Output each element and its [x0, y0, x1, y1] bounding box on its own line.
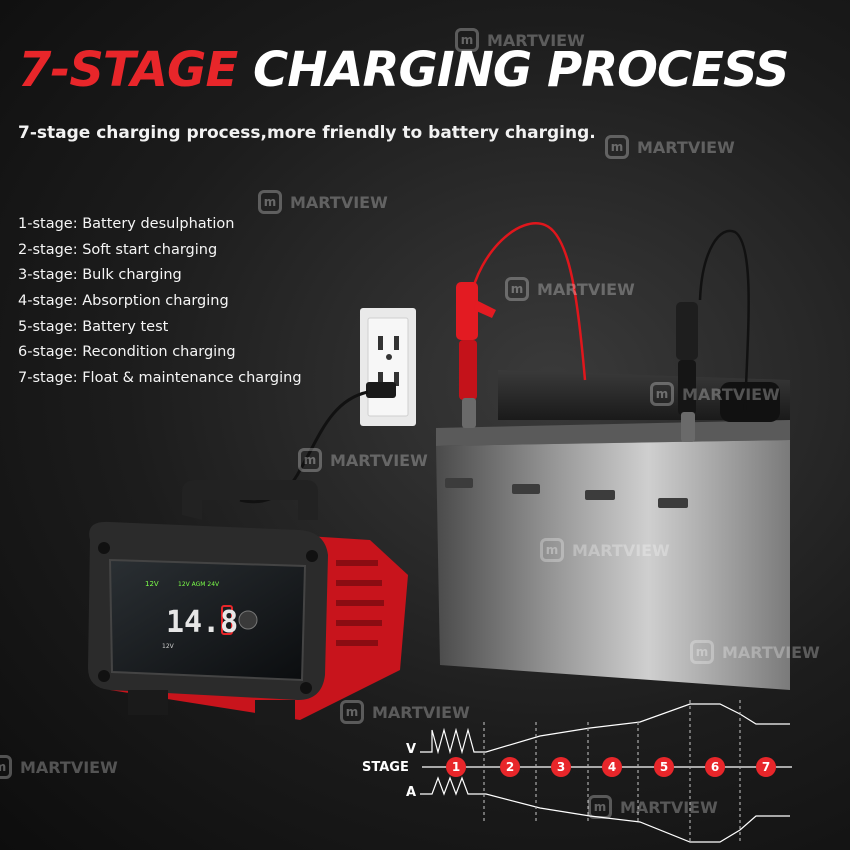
stage-number-7: 7 — [762, 760, 770, 774]
stage-item-1: 1-stage: Battery desulphation — [18, 216, 235, 232]
stage-marker-7 — [756, 757, 776, 777]
stage-item-6: 6-stage: Recondition charging — [18, 344, 236, 361]
stage-item-2: 2-stage: Soft start charging — [18, 241, 218, 258]
stage-number-1: 1 — [452, 760, 460, 774]
stage-markers: 1 2 3 4 5 6 7 — [446, 757, 776, 777]
stage-list: 1-stage: Battery desulphation 2-stage: S… — [18, 213, 302, 393]
current-curve — [420, 776, 790, 843]
battery-illustration — [436, 370, 790, 690]
stage-number-3: 3 — [557, 760, 565, 774]
black-clamp — [676, 229, 750, 442]
page-subtitle: 7-stage charging process,more friendly t… — [18, 123, 596, 143]
display-mode-tag: 12V — [162, 643, 175, 650]
charger-device: 12V 12V AGM 24V 14.8 12V — [88, 480, 408, 725]
stage-item-5: 5-stage: Battery test — [18, 318, 169, 335]
title-accent: 7-STAGE — [18, 42, 238, 98]
stage-item-4: 4-stage: Absorption charging — [18, 293, 229, 310]
diagram-v-label: V — [406, 742, 417, 757]
stage-number-4: 4 — [608, 760, 616, 774]
stage-marker-4 — [602, 757, 622, 777]
stage-item-3: 3-stage: Bulk charging — [18, 267, 182, 284]
stage-marker-6 — [705, 757, 725, 777]
red-clamp — [456, 222, 587, 428]
title-main: CHARGING PROCESS — [252, 42, 789, 98]
stage-marker-2 — [500, 757, 520, 777]
stage-number-2: 2 — [506, 760, 514, 774]
voltage-curve — [420, 703, 790, 755]
stage-marker-3 — [551, 757, 571, 777]
display-readout: 14.8 — [166, 605, 238, 640]
power-cord — [239, 390, 369, 504]
stage-marker-1 — [446, 757, 466, 777]
display-mode-text: 12V AGM 24V — [178, 581, 220, 588]
display-voltage-tag: 12V — [145, 580, 159, 588]
diagram-stage-label: STAGE — [362, 760, 409, 775]
stage-item-7: 7-stage: Float & maintenance charging — [18, 370, 302, 387]
stage-marker-5 — [654, 757, 674, 777]
wall-outlet — [360, 308, 416, 426]
stage-number-5: 5 — [660, 760, 668, 774]
page-title: 7-STAGE CHARGING PROCESS — [18, 42, 789, 98]
stage-number-6: 6 — [711, 760, 719, 774]
diagram-a-label: A — [406, 785, 417, 800]
